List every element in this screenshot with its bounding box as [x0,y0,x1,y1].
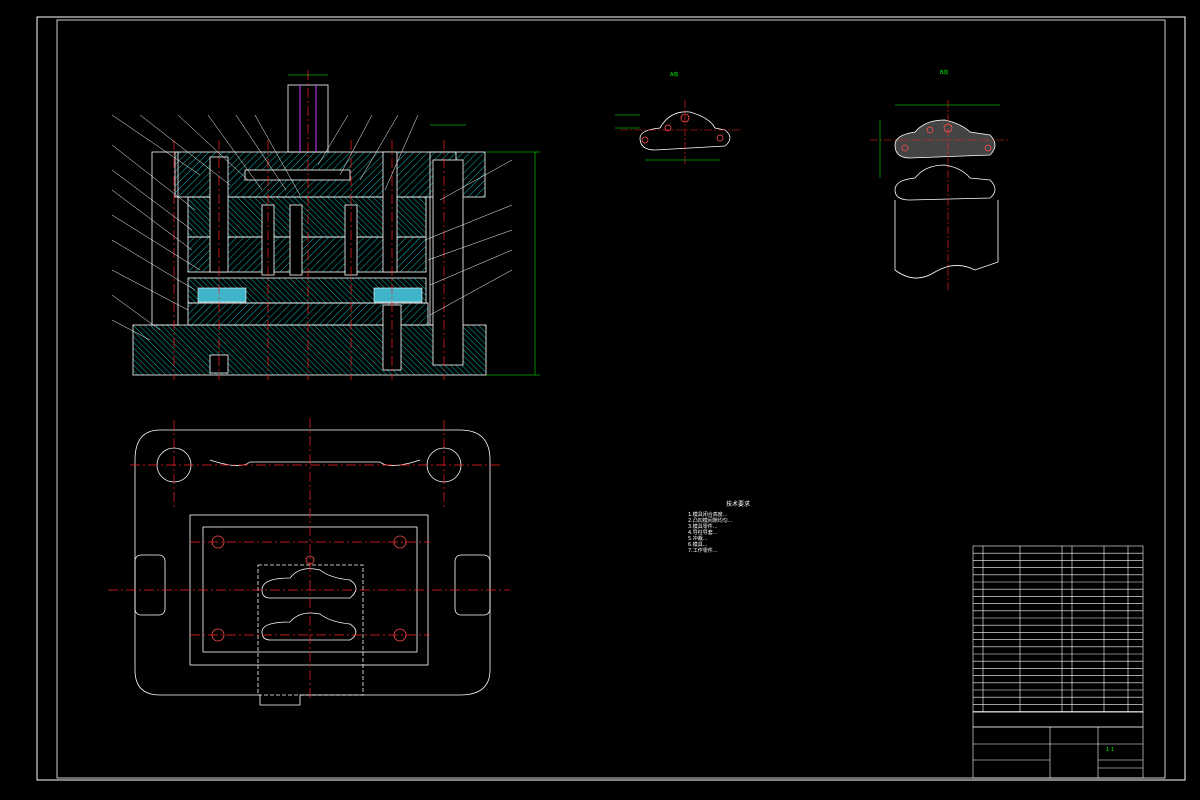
technical-notes-title: 技术要求 [726,501,751,508]
view-label-a: A向 [670,71,678,78]
elastic-insert-left [197,287,247,303]
guide-post-left [151,151,179,326]
technical-note-line: 3.模具零件... [688,524,718,530]
technical-note-line: 1.模具闭合高度... [688,512,728,518]
part-detail-a: A向 [615,71,740,165]
die-set-outline [134,429,491,706]
inner-border [56,19,1166,779]
view-label-b: B向 [940,69,948,76]
technical-note-line: 5.冲裁... [688,536,708,542]
section-view [111,70,540,380]
part-outline-2 [261,612,357,641]
elastic-insert-right [373,287,423,303]
title-block-scale: 1:1 [1106,747,1115,753]
title-block [972,545,1144,779]
technical-note-line: 7.工作零件... [688,548,718,554]
technical-note-line: 4.导柱导套... [688,530,718,536]
technical-note-line: 2.凸凹模间隙均匀... [688,518,733,524]
technical-notes: 技术要求 1.模具闭合高度... 2.凸凹模间隙均匀... 3.模具零件... … [688,501,751,555]
bottom-plate [132,324,487,376]
plan-view [108,418,510,706]
part-outline-1 [261,568,357,599]
part-detail-b: B向 [870,69,1010,290]
technical-note-line: 6.模具... [688,542,708,548]
outer-border [36,16,1186,781]
